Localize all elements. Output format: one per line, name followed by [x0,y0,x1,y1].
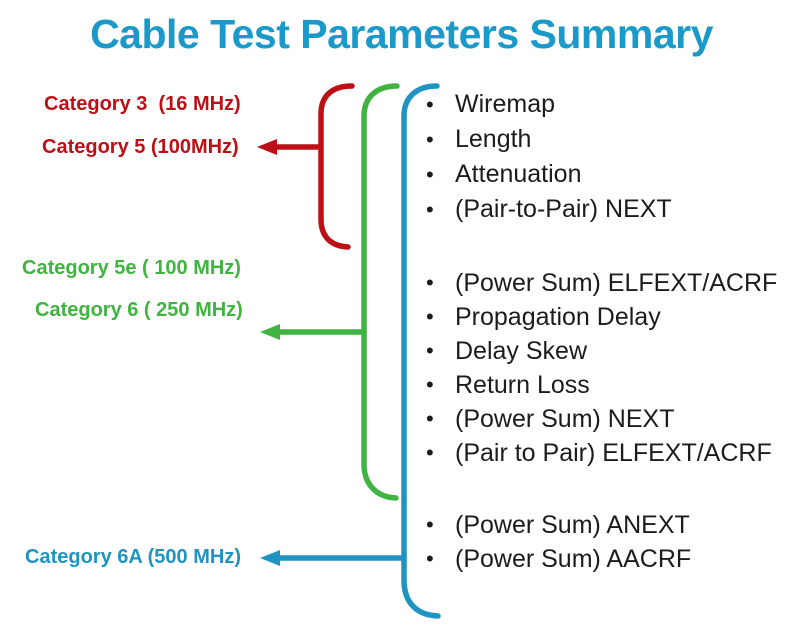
parameter-label: (Power Sum) NEXT [455,404,675,433]
bullet-icon: • [426,440,434,465]
list-item: • Length [426,122,672,157]
parameter-label: (Power Sum) ELFEXT/ACRF [455,268,778,297]
bullet-icon: • [426,546,434,571]
category-5-label: Category 5 (100MHz) [42,136,239,158]
cyan-bracket [401,83,441,619]
parameter-label: (Power Sum) AACRF [455,544,692,573]
list-item: • Propagation Delay [426,300,777,334]
parameter-label: (Pair to Pair) ELFEXT/ACRF [455,438,772,467]
parameter-label: Attenuation [455,160,582,188]
parameter-list-alien-crosstalk: • (Power Sum) ANEXT • (Power Sum) AACRF [426,508,691,576]
bullet-icon: • [426,338,434,363]
red-arrowhead-icon [257,139,277,155]
list-item: • (Power Sum) NEXT [426,402,777,436]
page-title: Cable Test Parameters Summary [90,11,713,57]
green-arrowhead-icon [260,324,280,340]
parameter-label: Length [455,125,532,153]
bullet-icon: • [426,406,434,431]
category-5e-label: Category 5e ( 100 MHz) [22,257,241,279]
parameter-label: Delay Skew [455,336,587,365]
list-item: • Attenuation [426,157,672,192]
category-3-label: Category 3 (16 MHz) [44,93,241,115]
cyan-arrowhead-icon [260,550,280,566]
bullet-icon: • [426,372,434,397]
parameter-label: Propagation Delay [455,302,661,331]
slide: Cable Test Parameters Summary Category 3… [0,0,803,619]
bullet-icon: • [426,161,434,187]
list-item: • (Pair to Pair) ELFEXT/ACRF [426,436,777,470]
parameter-label: (Power Sum) ANEXT [455,510,690,539]
red-bracket [318,83,355,250]
green-bracket [361,83,400,501]
category-6-label: Category 6 ( 250 MHz) [35,299,243,321]
parameter-list-basic: • Wiremap • Length • Attenuation • (Pair-to-… [426,87,672,227]
category-6a-label: Category 6A (500 MHz) [25,546,241,568]
bullet-icon: • [426,126,434,152]
bullet-icon: • [426,91,434,117]
list-item: • Delay Skew [426,334,777,368]
list-item: • (Power Sum) AACRF [426,542,691,576]
bullet-icon: • [426,512,434,537]
list-item: • Wiremap [426,87,672,122]
bullet-icon: • [426,304,434,329]
parameter-label: (Pair-to-Pair) NEXT [455,195,672,223]
parameter-list-extended: • (Power Sum) ELFEXT/ACRF • Propagation De… [426,266,777,470]
parameter-label: Return Loss [455,370,590,399]
bullet-icon: • [426,270,434,295]
list-item: • (Power Sum) ELFEXT/ACRF [426,266,777,300]
list-item: • (Power Sum) ANEXT [426,508,691,542]
parameter-label: Wiremap [455,90,556,118]
bullet-icon: • [426,196,434,222]
list-item: • Return Loss [426,368,777,402]
list-item: • (Pair-to-Pair) NEXT [426,192,672,227]
